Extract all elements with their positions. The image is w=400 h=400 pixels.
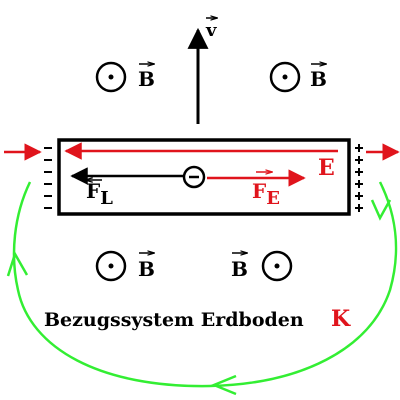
electric-force-label: FE [252,179,280,209]
b-field-out-icon [261,250,293,282]
circuit-loop [12,181,398,388]
loop-arrow-right [370,199,392,221]
b-field-label: B [310,67,327,91]
electron-icon [182,165,206,189]
reference-frame-text: Bezugssystem Erdboden [44,309,304,331]
b-field-out-icon [269,61,301,93]
loop-arrow-bottom [210,374,237,396]
b-field-out-icon [95,61,127,93]
conductor-rod [57,138,351,216]
velocity-label: v [205,20,217,41]
b-field-label: B [138,67,155,91]
b-field-label: B [231,257,248,281]
b-field-out-icon [95,250,127,282]
reference-frame-symbol: K [331,306,351,332]
loop-arrow-left [6,250,29,277]
b-field-label: B [138,257,155,281]
e-field-label: E [318,155,335,181]
negative-charges [44,147,52,209]
positive-charges [355,144,363,212]
lorentz-force-label: FL [86,179,113,209]
